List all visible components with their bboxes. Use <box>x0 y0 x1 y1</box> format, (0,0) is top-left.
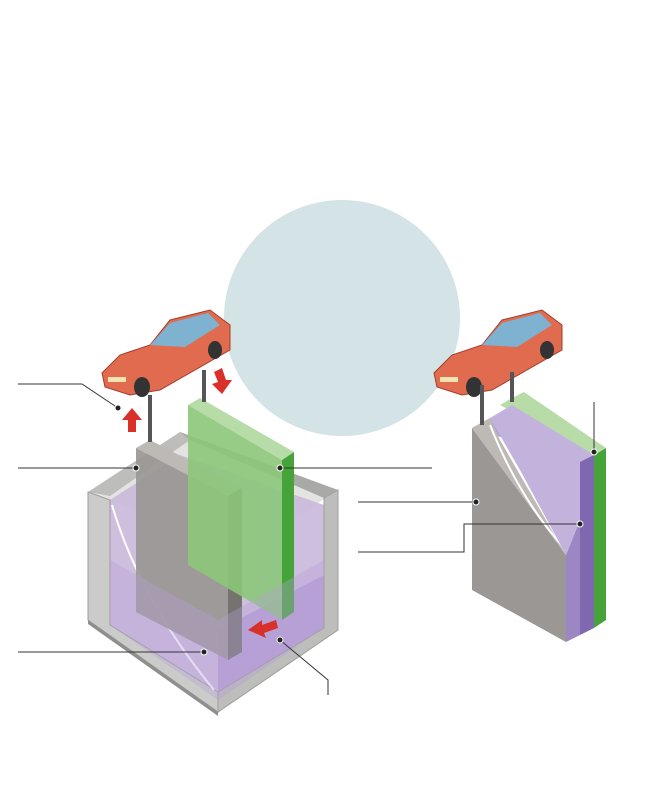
layered-block <box>472 392 606 642</box>
arrow-left-icon <box>248 620 278 638</box>
car-icon <box>433 309 563 397</box>
leader-lines <box>18 383 595 695</box>
green-plate <box>188 398 294 620</box>
background-circle <box>224 200 460 436</box>
arrow-up-icon <box>122 408 142 432</box>
arrow-down-icon <box>212 368 232 394</box>
leader-dots <box>114 404 598 656</box>
car-icon <box>101 309 231 397</box>
liquid-front <box>110 560 324 700</box>
